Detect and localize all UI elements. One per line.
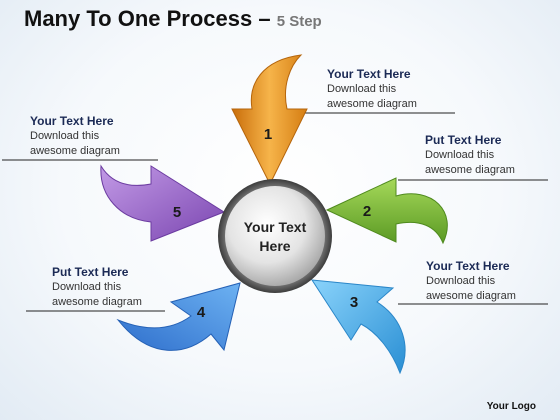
step-4-body-line-1: Download this [52,281,122,293]
arrow-step-1: 1 [231,54,308,186]
center-text-line-2: Here [259,238,290,254]
step-2-body-line-1: Download this [425,149,495,161]
center-text-line-1: Your Text [244,219,307,235]
text-block-step-5: Your Text Here Download this awesome dia… [30,113,120,159]
logo-text: Your Logo [486,401,536,412]
text-block-step-3: Your Text Here Download this awesome dia… [426,258,516,304]
step-3-body-line-2: awesome diagram [426,290,516,302]
step-number-4: 4 [197,304,206,321]
step-5-body-line-2: awesome diagram [30,145,120,157]
step-1-body-line-1: Download this [327,83,397,95]
step-number-1: 1 [264,126,272,143]
text-block-step-2: Put Text Here Download this awesome diag… [425,132,515,178]
arrow-step-5: 5 [100,164,226,242]
step-5-heading: Your Text Here [30,114,114,128]
step-number-3: 3 [350,294,358,311]
arrow-step-3: 3 [311,279,406,375]
step-number-2: 2 [363,203,371,220]
center-circle [225,186,325,286]
title-step-count: 5 Step [276,13,322,30]
arrow-step-4: 4 [116,282,241,352]
text-block-step-1: Your Text Here Download this awesome dia… [327,66,417,112]
step-number-5: 5 [173,204,181,221]
step-4-heading: Put Text Here [52,265,129,279]
text-block-step-4: Put Text Here Download this awesome diag… [52,264,142,310]
step-2-body-line-2: awesome diagram [425,164,515,176]
title-main: Many To One Process – [24,6,271,31]
step-5-body-line-1: Download this [30,130,100,142]
step-3-heading: Your Text Here [426,259,510,273]
step-1-heading: Your Text Here [327,67,411,81]
step-2-heading: Put Text Here [425,133,502,147]
step-4-body-line-2: awesome diagram [52,296,142,308]
step-3-body-line-1: Download this [426,275,496,287]
arrow-step-2: 2 [325,177,448,245]
page-title: Many To One Process – 5 Step [24,6,322,32]
step-1-body-line-2: awesome diagram [327,98,417,110]
center-hub: Your Text Here [218,179,332,293]
